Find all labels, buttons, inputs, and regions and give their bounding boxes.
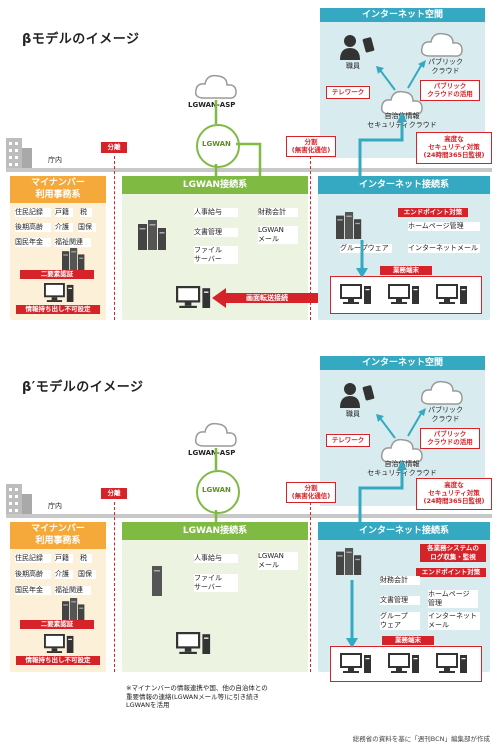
beta-groupware-item: グループウェア — [340, 244, 392, 253]
bp-log-monitor-tag: 各業務システムの ログ収集・監視 — [420, 544, 486, 562]
beta-internet-space-header: インターネット空間 — [320, 8, 485, 22]
bp-mynumber-item: 税 — [80, 554, 92, 563]
staff-icon — [340, 35, 375, 60]
source-credit: 総務省の資料を基に「週刊BCN」編集部が作成 — [352, 735, 490, 743]
beta-lgwan-item: ファイル サーバー — [194, 246, 238, 264]
bp-internet-item: 財務会計 — [380, 576, 420, 585]
bp-internet-item: 文書管理 — [380, 596, 420, 605]
beta-no-takeout-tag: 情報持ち出し不可設定 — [16, 305, 100, 314]
beta-lgwan-asp-label: LGWAN-ASP — [188, 101, 236, 109]
beta-lgwan-item: 人事給与 — [194, 208, 238, 217]
beta-telework-tag: テレワーク — [326, 86, 370, 99]
bp-lgwan-item: 人事給与 — [194, 554, 238, 563]
bp-connector-lines — [214, 448, 407, 648]
beta-mynumber-item: 後期高齢 — [15, 223, 51, 232]
beta-split-line-mid — [310, 156, 311, 320]
beta-lgwan-zone-header: LGWAN接続系 — [122, 176, 308, 194]
bp-mynumber-header: マイナンバー 利用事務系 — [10, 522, 106, 549]
beta-title: βモデルのイメージ — [22, 32, 140, 47]
bp-lgwan-item: LGWAN メール — [258, 552, 298, 570]
bp-note: ※マイナンバーの情報連携や国、他の自治体との 重要情報の連絡(LGWANメール等… — [126, 684, 268, 709]
bp-mynumber-item: 住民記録 — [15, 554, 51, 563]
beta-mynumber-item: 税 — [80, 208, 92, 217]
bp-mynumber-item: 介護 — [55, 570, 73, 579]
beta-split-line-left — [114, 156, 115, 320]
bp-lgwan-server-icon — [152, 566, 162, 596]
building-icon — [6, 138, 32, 172]
beta-public-cloud-use-tag: パブリック クラウドの活用 — [420, 80, 480, 101]
beta-staff-label: 職員 — [346, 62, 360, 70]
bp-two-factor-tag: 二要素認証 — [20, 620, 94, 629]
bp-internet-arrows — [376, 408, 426, 439]
bp-internet-space-header: インターネット空間 — [320, 356, 485, 370]
beta-lgwan-item: LGWAN メール — [258, 226, 298, 244]
bp-lgwan-asp-label: LGWAN-ASP — [188, 449, 236, 457]
bp-lgwan-item: ファイル サーバー — [194, 574, 238, 592]
beta-building-label: 庁内 — [48, 156, 62, 164]
bp-internet-zone-header: インターネット接続系 — [318, 522, 490, 540]
bp-high-security-tag: 高度な セキュリティ対策 (24時間365日監視) — [416, 478, 492, 510]
bp-mynumber-item: 福祉関連 — [55, 586, 91, 595]
beta-two-factor-tag: 二要素認証 — [20, 270, 94, 279]
beta-lgwan-label: LGWAN — [202, 140, 231, 148]
bp-internet-item: ホームページ 管理 — [428, 590, 478, 608]
bp-endpoint-tag: エンドポイント対策 — [416, 568, 486, 577]
bp-split-left-tag: 分離 — [101, 488, 127, 499]
beta-internet-zone-header: インターネット接続系 — [318, 176, 490, 194]
beta-lgwan-item: 文書管理 — [194, 228, 238, 237]
bp-lgwan-label: LGWAN — [202, 486, 231, 494]
bp-business-terminal-tag: 業務端末 — [382, 636, 434, 645]
beta-high-security-tag: 高度な セキュリティ対策 (24時間365日監視) — [416, 132, 492, 164]
bp-building-label: 庁内 — [48, 502, 62, 510]
beta-split-mid-tag: 分割 (無害化通信) — [286, 136, 336, 157]
bp-internet-item: グループ ウェア — [380, 612, 420, 630]
bp-no-takeout-tag: 情報持ち出し不可設定 — [16, 656, 100, 665]
bp-public-cloud-label: パブリック クラウド — [428, 406, 463, 423]
beta-screen-transfer-arrow — [212, 288, 332, 308]
beta-mynumber-header: マイナンバー 利用事務系 — [10, 176, 106, 203]
beta-lgwan-circle — [196, 124, 240, 168]
bp-internet-item: インターネット メール — [428, 612, 480, 630]
beta-public-cloud-label: パブリック クラウド — [428, 58, 463, 75]
bp-lgwan-circle — [196, 470, 240, 514]
building-icon — [6, 484, 32, 518]
beta-mynumber-item: 福祉関連 — [55, 238, 91, 247]
bp-mynumber-item: 後期高齢 — [15, 570, 51, 579]
beta-mynumber-item: 戸籍 — [55, 208, 73, 217]
bp-lgwan-zone-header: LGWAN接続系 — [122, 522, 308, 540]
beta-mynumber-item: 住民記録 — [15, 208, 51, 217]
beta-homepage-item: ホームページ管理 — [408, 222, 480, 231]
bp-split-mid-tag: 分割 (無害化通信) — [286, 482, 336, 503]
beta-internet-mail-item: インターネットメール — [408, 244, 480, 253]
beta-mynumber-item: 介護 — [55, 223, 73, 232]
bp-building-frame — [6, 514, 492, 708]
beta-lgwan-item: 財務会計 — [258, 208, 298, 217]
beta-building-frame — [6, 168, 492, 330]
bp-lgwan-zone — [122, 522, 308, 672]
bp-public-cloud-use-tag: パブリック クラウドの活用 — [420, 428, 480, 449]
bp-staff-label: 職員 — [346, 410, 360, 418]
beta-internet-arrows — [376, 60, 426, 91]
bp-mynumber-item: 国保 — [78, 570, 96, 579]
bp-telework-tag: テレワーク — [326, 434, 370, 447]
bp-split-line-left — [114, 502, 115, 672]
beta-screen-transfer-label: 画面転送接続 — [246, 294, 288, 302]
bp-split-line-mid — [310, 502, 311, 672]
beta-endpoint-tag: エンドポイント対策 — [398, 208, 468, 217]
bp-mynumber-item: 戸籍 — [55, 554, 73, 563]
staff-icon — [340, 383, 375, 408]
beta-prime-title: β′モデルのイメージ — [22, 380, 144, 395]
beta-connector-lines — [214, 100, 407, 278]
beta-business-terminal-tag: 業務端末 — [380, 266, 432, 275]
beta-mynumber-item: 国民年金 — [15, 238, 51, 247]
bp-mynumber-item: 国民年金 — [15, 586, 51, 595]
beta-split-left-tag: 分離 — [101, 142, 127, 153]
beta-mynumber-item: 国保 — [78, 223, 96, 232]
